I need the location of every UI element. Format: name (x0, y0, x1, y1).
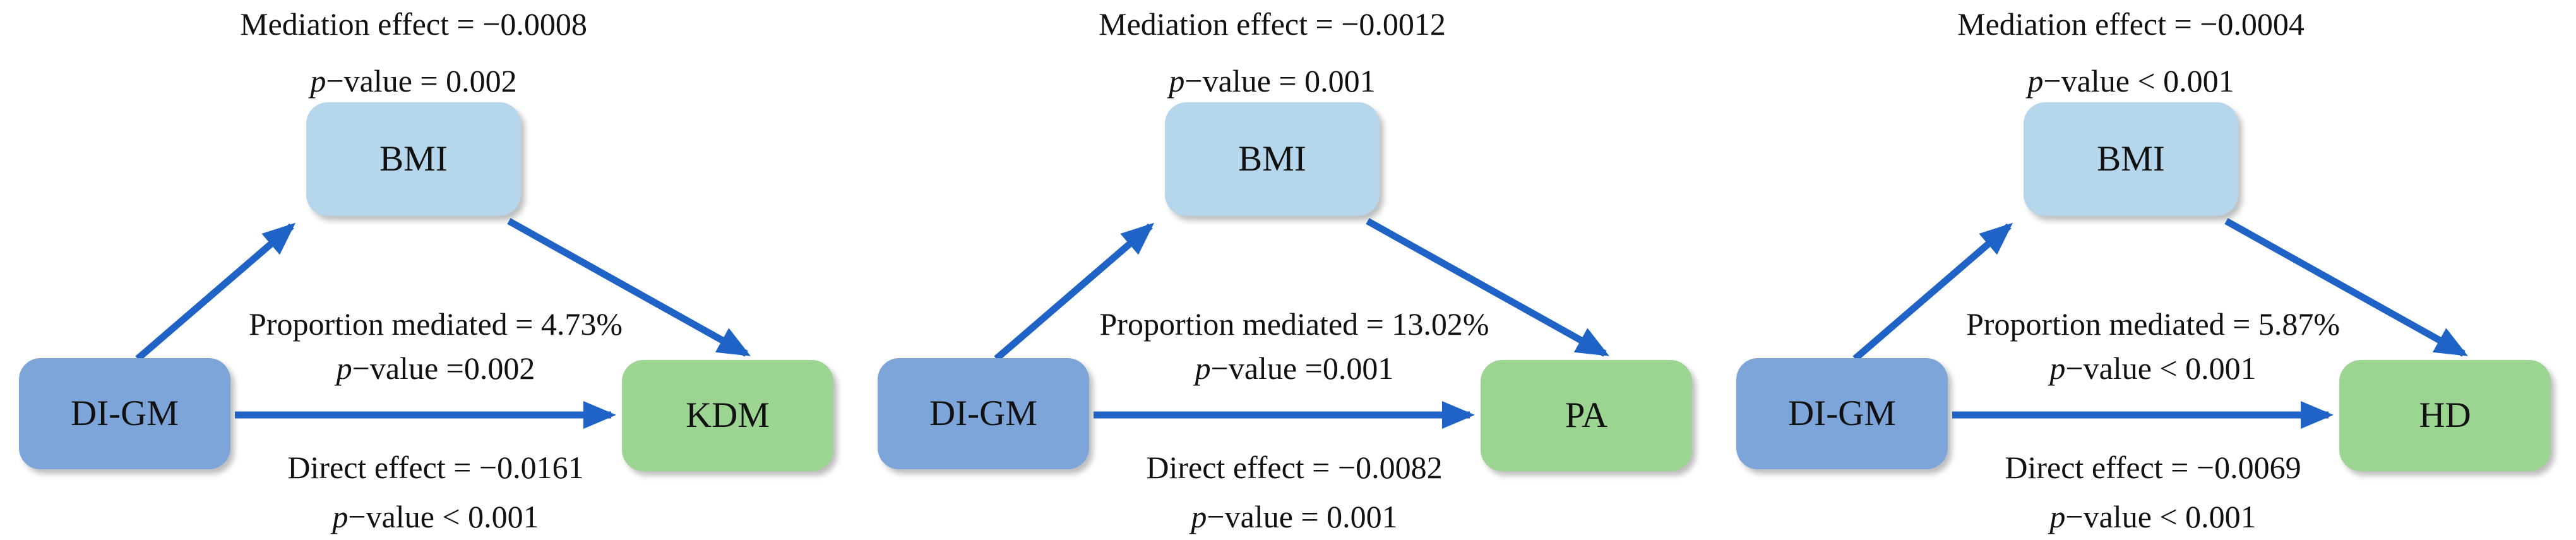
direct-effect-label: Direct effect = −0.0082 (1146, 450, 1443, 485)
p-symbol: p (2049, 499, 2066, 534)
direct-pvalue-label: p−value = 0.001 (966, 498, 1623, 536)
p-symbol: p (336, 351, 352, 386)
p-value-text: −value < 0.001 (2065, 351, 2257, 386)
mediation-effect-label: Mediation effect = −0.0012 (1099, 6, 1446, 42)
proportion-pvalue-label: p−value =0.002 (107, 349, 764, 387)
p-symbol: p (1169, 63, 1185, 99)
mediation-pvalue-label: p−value = 0.001 (953, 62, 1591, 100)
arrow-exposure-to-mediator (135, 222, 296, 362)
proportion-mediated-label: Proportion mediated = 4.73% (249, 306, 623, 342)
mediator-box: BMI (1165, 102, 1380, 216)
direct-pvalue-label: p−value < 0.001 (107, 498, 764, 536)
exposure-box: DI-GM (19, 358, 230, 469)
outcome-box: PA (1481, 360, 1692, 471)
mediation-diagram-panel-pa: Mediation effect = −0.0012 p−value = 0.0… (859, 0, 1717, 540)
p-symbol: p (1195, 351, 1211, 386)
p-value-text: −value = 0.001 (1207, 499, 1398, 534)
proportion-mediated-label: Proportion mediated = 13.02% (1099, 306, 1489, 342)
proportion-pvalue-label: p−value =0.001 (966, 349, 1623, 387)
path-arrows (994, 218, 1609, 429)
arrow-exposure-to-mediator (994, 222, 1155, 362)
p-symbol: p (2049, 351, 2066, 386)
mediation-effect-label: Mediation effect = −0.0008 (240, 6, 587, 42)
proportion-pvalue-label: p−value < 0.001 (1825, 349, 2481, 387)
proportion-mediated-label: Proportion mediated = 5.87% (1966, 306, 2340, 342)
outcome-box: HD (2339, 360, 2551, 471)
exposure-box: DI-GM (1736, 358, 1948, 469)
outcome-box: KDM (622, 360, 833, 471)
mediation-pvalue-label: p−value < 0.001 (1812, 62, 2450, 100)
mediation-pvalue-label: p−value = 0.002 (95, 62, 732, 100)
direct-effect-label: Direct effect = −0.0161 (287, 450, 584, 485)
p-value-text: −value =0.001 (1210, 351, 1394, 386)
direct-pvalue-label: p−value < 0.001 (1825, 498, 2481, 536)
mediation-diagram-panel-hd: Mediation effect = −0.0004 p−value < 0.0… (1717, 0, 2576, 540)
p-symbol: p (2027, 63, 2044, 99)
mediation-effect-label: Mediation effect = −0.0004 (1957, 6, 2305, 42)
path-arrows (135, 218, 751, 429)
p-value-text: −value < 0.001 (2043, 63, 2234, 99)
mediation-diagram-panel-kdm: Mediation effect = −0.0008 p−value = 0.0… (0, 0, 859, 540)
p-symbol: p (1191, 499, 1207, 534)
p-symbol: p (310, 63, 326, 99)
p-value-text: −value = 0.002 (326, 63, 517, 99)
path-arrows (1852, 218, 2468, 429)
arrow-mediator-to-outcome (2224, 218, 2468, 357)
p-symbol: p (332, 499, 349, 534)
p-value-text: −value = 0.001 (1184, 63, 1376, 99)
arrow-exposure-to-mediator (1852, 222, 2013, 362)
mediator-box: BMI (306, 102, 521, 216)
p-value-text: −value =0.002 (352, 351, 535, 386)
p-value-text: −value < 0.001 (348, 499, 539, 534)
arrow-mediator-to-outcome (1366, 218, 1609, 357)
exposure-box: DI-GM (878, 358, 1089, 469)
direct-effect-label: Direct effect = −0.0069 (2005, 450, 2301, 485)
p-value-text: −value < 0.001 (2065, 499, 2257, 534)
mediator-box: BMI (2024, 102, 2238, 216)
arrow-mediator-to-outcome (507, 218, 751, 357)
